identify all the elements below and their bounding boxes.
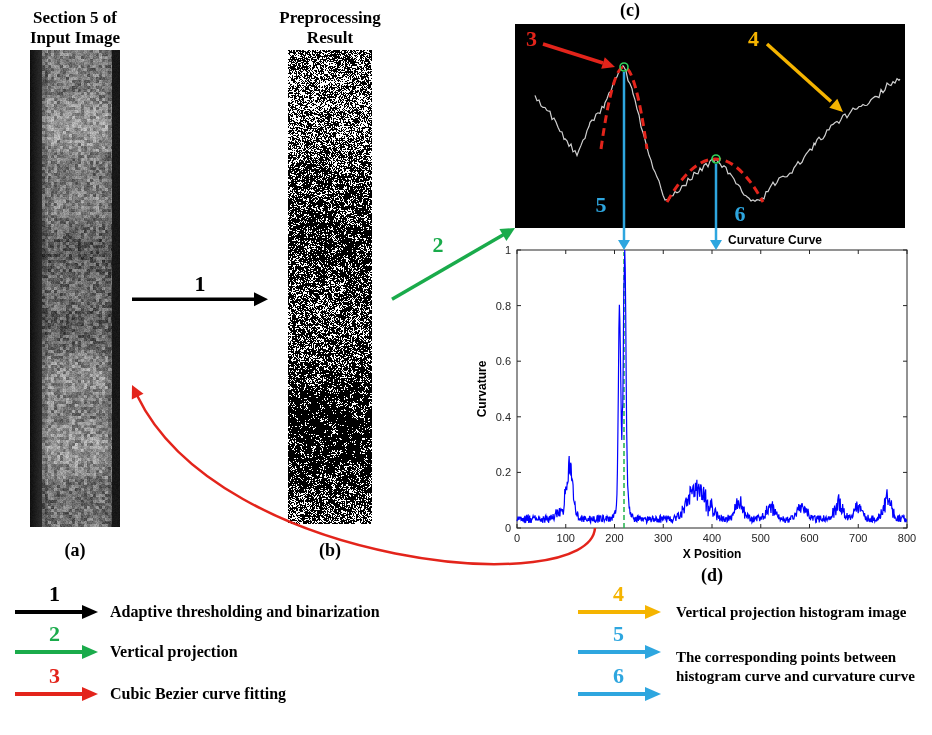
panel-letter: (b) xyxy=(268,540,392,562)
tick-label: 1 xyxy=(466,243,511,257)
connector xyxy=(132,385,595,564)
curvature-chart-art xyxy=(517,250,907,528)
tick-label: 600 xyxy=(790,531,830,545)
legend-arrow xyxy=(578,610,647,614)
legend-arrow xyxy=(578,692,647,696)
connector xyxy=(618,228,630,250)
tick-label: 500 xyxy=(741,531,781,545)
panel-heading: Section 5 of Input Image xyxy=(18,8,132,47)
tick-label: 0 xyxy=(497,531,537,545)
legend-text: Vertical projection histogram image xyxy=(676,603,928,622)
tick-label: 0.4 xyxy=(466,410,511,424)
tick-label: 200 xyxy=(595,531,635,545)
connector-line xyxy=(137,395,595,564)
tick-label: 0.2 xyxy=(466,465,511,479)
arrow-head xyxy=(82,687,98,701)
legend-number: 6 xyxy=(613,665,624,687)
step-number: 1 xyxy=(195,272,206,296)
arrow-head xyxy=(645,687,661,701)
connector xyxy=(392,228,515,299)
connector-line xyxy=(392,234,504,299)
chart-title: Curvature Curve xyxy=(728,233,822,247)
tick-label: 100 xyxy=(546,531,586,545)
legend-text: The corresponding points between histogr… xyxy=(676,648,928,686)
connector xyxy=(710,228,722,250)
curvature-curve xyxy=(517,250,907,523)
arrow-head xyxy=(82,605,98,619)
peak-marker xyxy=(620,63,628,71)
histogram-panel-art xyxy=(515,24,905,228)
peak-marker xyxy=(712,155,720,163)
plot-frame xyxy=(517,250,907,528)
binary-image xyxy=(288,50,372,524)
arrow-head xyxy=(645,645,661,659)
arrow-head xyxy=(254,292,268,306)
step-number: 2 xyxy=(433,233,444,257)
peak-pointer xyxy=(623,72,626,228)
legend-arrow xyxy=(15,692,84,696)
histogram-curve xyxy=(535,66,900,202)
legend-number: 3 xyxy=(49,665,60,687)
callout-arrow xyxy=(543,44,603,63)
step-number: 5 xyxy=(596,193,607,217)
connector-line xyxy=(132,297,256,301)
tick-label: 300 xyxy=(643,531,683,545)
legend-number: 4 xyxy=(613,583,624,605)
legend-number: 5 xyxy=(613,623,624,645)
arrow-head xyxy=(645,605,661,619)
image-panel: Preprocessing Result (b) xyxy=(268,8,392,568)
legend-arrow xyxy=(15,650,84,654)
image-panel: Section 5 of Input Image (a) xyxy=(18,8,132,568)
tick-label: 0.8 xyxy=(466,299,511,313)
panel-letter: (d) xyxy=(701,565,723,587)
connector-line xyxy=(715,228,718,242)
panel-ground xyxy=(515,24,905,228)
peak-pointer xyxy=(715,164,718,228)
tick-label: 800 xyxy=(887,531,927,545)
axis-title: Curvature xyxy=(475,361,489,418)
tick-label: 700 xyxy=(838,531,878,545)
legend-text: Adaptive thresholding and binarization xyxy=(110,602,550,622)
callout-number: 4 xyxy=(748,28,759,50)
connector-line xyxy=(623,228,626,242)
step-number: 6 xyxy=(735,202,746,226)
callout-arrow xyxy=(767,44,831,102)
tick-label: 400 xyxy=(692,531,732,545)
input-image xyxy=(30,50,120,527)
legend-arrow xyxy=(578,650,647,654)
panel-letter: (c) xyxy=(615,0,645,22)
arrow-head xyxy=(829,99,843,112)
legend-arrow xyxy=(15,610,84,614)
tick-label: 0.6 xyxy=(466,354,511,368)
tick-label: 0 xyxy=(466,521,511,535)
arrow-head xyxy=(601,57,615,68)
arrow-head xyxy=(82,645,98,659)
axis-title: X Position xyxy=(683,547,742,561)
legend-text: Vertical projection xyxy=(110,642,550,662)
legend-number: 2 xyxy=(49,623,60,645)
legend-number: 1 xyxy=(49,583,60,605)
axis-ticks xyxy=(517,250,907,528)
panel-letter: (a) xyxy=(18,540,132,562)
legend-text: Cubic Bezier curve fitting xyxy=(110,684,550,704)
curvature-chart: Curvature CurveCurvatureX Position(d) xyxy=(517,250,907,528)
histogram-panel: (c) xyxy=(515,24,905,228)
panel-heading: Preprocessing Result xyxy=(268,8,392,47)
callout-number: 3 xyxy=(526,28,537,50)
